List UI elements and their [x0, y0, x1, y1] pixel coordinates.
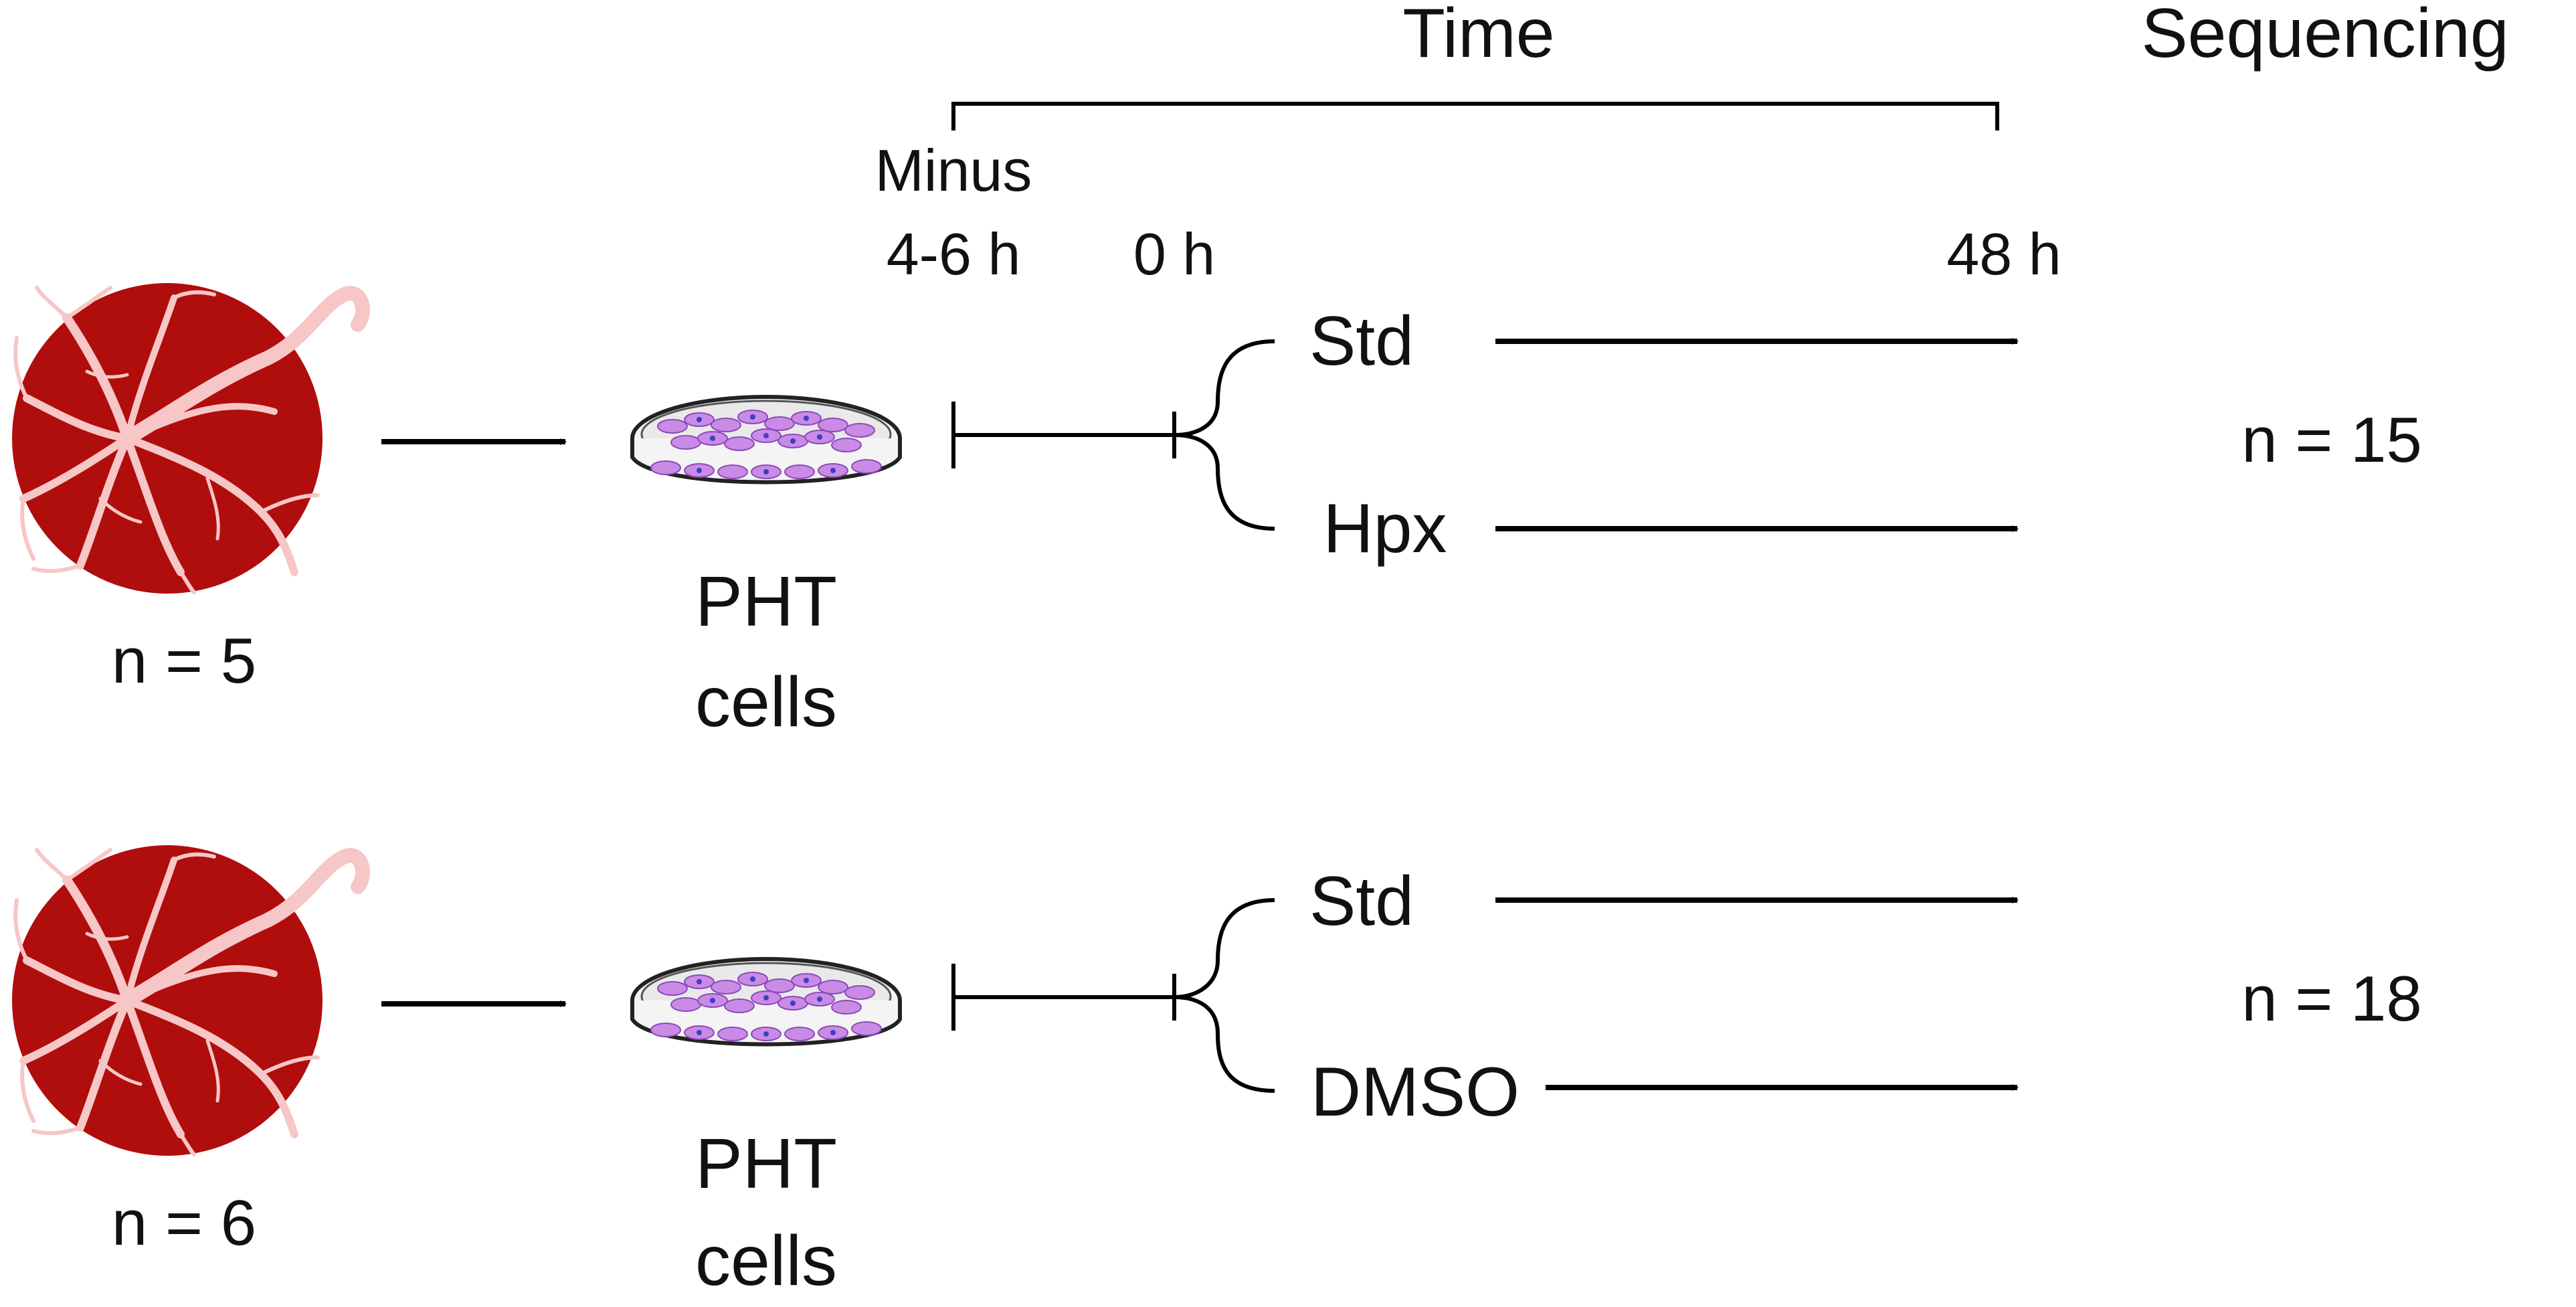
cells-label-line2: cells — [695, 663, 837, 742]
minus-label: Minus — [875, 137, 1032, 203]
cells-label-line2: cells — [695, 1221, 837, 1300]
branch-bottom-label: DMSO — [1311, 1053, 1520, 1131]
placenta-icon — [12, 845, 363, 1156]
placenta-count: n = 6 — [112, 1187, 256, 1259]
zero-hour-label: 0 h — [1133, 221, 1215, 287]
placenta-count: n = 5 — [112, 625, 256, 697]
time-label: Time — [1402, 0, 1554, 72]
row-1: n = 5 PHT cells Std Hpx n = 15 — [12, 283, 2422, 742]
sequencing-count: n = 18 — [2241, 963, 2422, 1035]
time-bracket — [951, 102, 1999, 130]
end-hour-label: 48 h — [1946, 221, 2061, 287]
branch-top-label: Std — [1309, 863, 1414, 940]
row-2: n = 6 PHT cells Std DMSO n = 18 — [12, 845, 2422, 1300]
branch-brace — [1174, 339, 1275, 531]
cells-label-line1: PHT — [695, 1124, 837, 1203]
branch-top-label: Std — [1309, 302, 1414, 380]
minus-hours-label: 4-6 h — [887, 221, 1021, 287]
placenta-icon — [12, 283, 363, 594]
petri-dish-icon — [632, 397, 900, 483]
sequencing-label: Sequencing — [2141, 0, 2508, 72]
cells-label-line1: PHT — [695, 562, 837, 641]
branch-brace — [1174, 898, 1275, 1093]
petri-dish-icon — [632, 959, 900, 1045]
branch-bottom-label: Hpx — [1323, 490, 1447, 568]
sequencing-count: n = 15 — [2241, 404, 2422, 476]
